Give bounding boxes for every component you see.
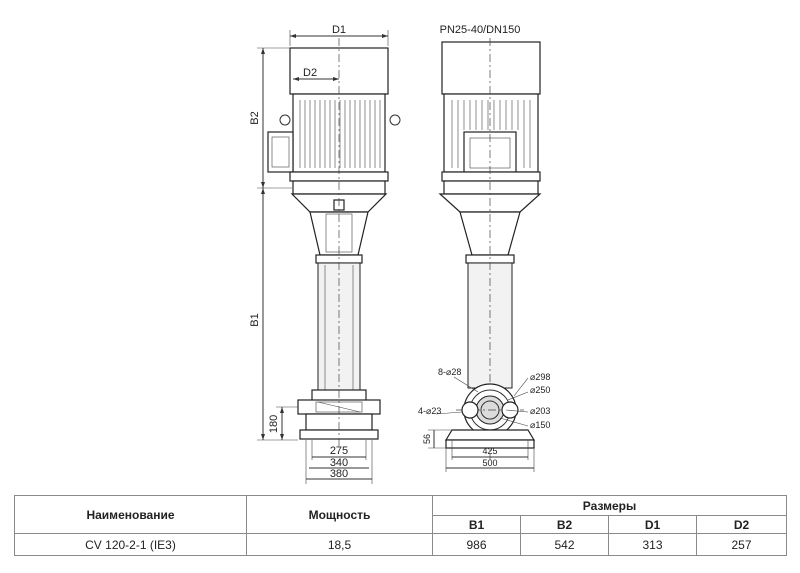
hole-callout: 4-⌀23 (418, 406, 441, 416)
diameter-203-label: ⌀203 (530, 406, 550, 416)
motor-fins-front (451, 100, 531, 168)
column-header-b1: B1 (432, 515, 521, 534)
b1-label: B1 (249, 313, 261, 326)
cell-name: CV 120-2-1 (IE3) (14, 533, 247, 556)
svg-text:500: 500 (482, 458, 497, 468)
column-header-b2: B2 (520, 515, 609, 534)
svg-text:56: 56 (422, 434, 432, 444)
diameter-250-label: ⌀250 (530, 385, 550, 395)
cell-power: 18,5 (246, 533, 433, 556)
motor-cap-front (441, 41, 541, 95)
column-header-d2: D2 (695, 515, 788, 534)
cell-b1: 986 (432, 533, 521, 556)
base-front (444, 429, 536, 441)
cell-d2: 257 (695, 533, 788, 556)
pressure-rating-label: PN25-40/DN150 (440, 24, 521, 36)
bolt-callout: 8-⌀28 (438, 367, 461, 377)
lifting-eye-icon (279, 114, 291, 126)
svg-text:180: 180 (268, 415, 280, 433)
d1-label: D1 (332, 24, 346, 36)
cell-b2: 542 (520, 533, 609, 556)
cell-d1: 313 (608, 533, 697, 556)
d2-label: D2 (303, 67, 317, 79)
specifications-table: Наименование Мощность Размеры B1 B2 D1 D… (14, 495, 788, 556)
front-view: PN25-40/DN150 (418, 24, 550, 472)
motor-fins (299, 100, 381, 168)
column-header-power: Мощность (246, 495, 433, 534)
b2-label: B2 (249, 111, 261, 124)
pump-dimension-drawing: D1 D2 B2 B1 180 275 340 380 (249, 24, 550, 484)
table-row: CV 120-2-1 (IE3) 18,5 986 542 313 257 (14, 533, 788, 556)
svg-text:380: 380 (330, 468, 348, 480)
svg-text:275: 275 (330, 445, 348, 457)
svg-text:340: 340 (330, 457, 348, 469)
side-view: D1 D2 B2 B1 180 275 340 380 (249, 24, 401, 484)
diameter-150-label: ⌀150 (530, 420, 550, 430)
svg-text:425: 425 (482, 446, 497, 456)
lifting-eye-icon (389, 114, 401, 126)
column-header-name: Наименование (14, 495, 247, 534)
column-header-d1: D1 (608, 515, 697, 534)
column-group-dimensions: Размеры (431, 495, 788, 516)
diameter-298-label: ⌀298 (530, 372, 550, 382)
